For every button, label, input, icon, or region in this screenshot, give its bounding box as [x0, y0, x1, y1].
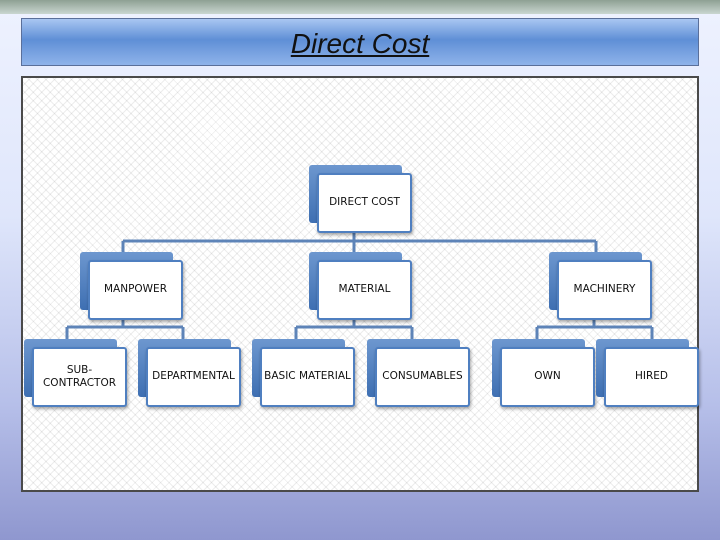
- node-label: CONSUMABLES: [382, 370, 463, 383]
- connector-material: [294, 317, 414, 340]
- node-box: DIRECT COST: [317, 173, 412, 233]
- connector-machinery: [535, 317, 654, 340]
- node-hired: HIRED: [596, 339, 699, 407]
- connector-manpower: [65, 317, 185, 340]
- node-box: MATERIAL: [317, 260, 412, 320]
- node-manpower: MANPOWER: [80, 252, 183, 320]
- connector-root-level1: [121, 232, 598, 253]
- title-banner: Direct Cost: [21, 18, 699, 66]
- slide-title: Direct Cost: [290, 28, 430, 59]
- node-box: HIRED: [604, 347, 699, 407]
- node-label: OWN: [534, 370, 561, 383]
- node-box: SUB- CONTRACTOR: [32, 347, 127, 407]
- node-label: HIRED: [634, 370, 668, 383]
- node-label: MANPOWER: [103, 283, 167, 296]
- node-label: BASIC MATERIAL: [264, 370, 351, 383]
- node-box: OWN: [500, 347, 595, 407]
- node-box: MANPOWER: [88, 260, 183, 320]
- node-direct-cost: DIRECT COST: [309, 165, 412, 233]
- node-box: CONSUMABLES: [375, 347, 470, 407]
- node-box: MACHINERY: [557, 260, 652, 320]
- node-label: SUB- CONTRACTOR: [42, 363, 117, 389]
- node-label: DEPARTMENTAL: [152, 370, 235, 383]
- node-label: MACHINERY: [573, 283, 636, 296]
- node-box: DEPARTMENTAL: [146, 347, 241, 407]
- node-departmental: DEPARTMENTAL: [138, 339, 241, 407]
- node-basic-material: BASIC MATERIAL: [252, 339, 355, 407]
- node-machinery: MACHINERY: [549, 252, 652, 320]
- node-consumables: CONSUMABLES: [367, 339, 470, 407]
- node-label: MATERIAL: [338, 283, 391, 296]
- node-own: OWN: [492, 339, 595, 407]
- node-sub-contractor: SUB- CONTRACTOR: [24, 339, 127, 407]
- node-box: BASIC MATERIAL: [260, 347, 355, 407]
- node-label: DIRECT COST: [329, 196, 400, 209]
- slide-top-edge: [0, 0, 720, 14]
- node-material: MATERIAL: [309, 252, 412, 320]
